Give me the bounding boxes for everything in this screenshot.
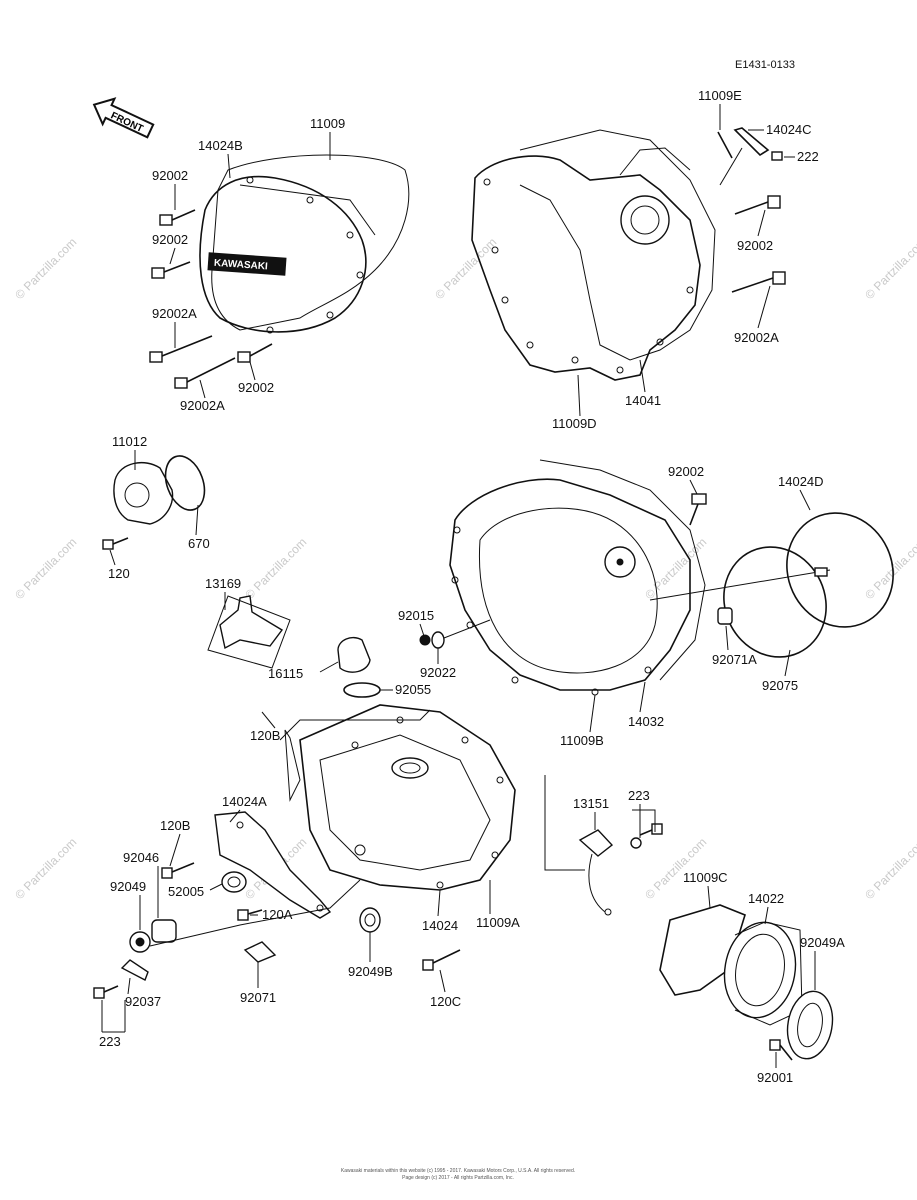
part-label: 670 xyxy=(188,536,210,551)
lower-left-small-parts xyxy=(93,862,461,999)
part-label: 14024 xyxy=(422,918,458,933)
part-label: 11009D xyxy=(552,416,597,431)
part-label: 52005 xyxy=(168,884,204,899)
part-label: 92002A xyxy=(180,398,225,413)
part-label: 14032 xyxy=(628,714,664,729)
part-label: 14024B xyxy=(198,138,243,153)
part-label: 92037 xyxy=(125,994,161,1009)
part-label: 92075 xyxy=(762,678,798,693)
watermark: © Partzilla.com xyxy=(242,535,309,602)
part-label: 92002A xyxy=(734,330,779,345)
drive-cover xyxy=(449,459,831,696)
kawasaki-emblem: KAWASAKI xyxy=(214,258,269,273)
part-label: 92071 xyxy=(240,990,276,1005)
part-label: 14024D xyxy=(778,474,824,489)
watermarks: © Partzilla.com © Partzilla.com © Partzi… xyxy=(12,235,917,902)
bolts-92002 xyxy=(149,209,273,389)
part-label: 11009E xyxy=(698,88,742,103)
part-label: 11012 xyxy=(112,434,147,449)
part-label: 92002 xyxy=(668,464,704,479)
neutral-switch xyxy=(544,775,663,916)
clutch-cover xyxy=(471,129,716,381)
part-labels: 11009 14024B 92002 92002 92002A 92002 92… xyxy=(99,88,845,1085)
watermark: © Partzilla.com xyxy=(432,235,499,302)
leader-lines xyxy=(101,104,816,1068)
alternator-cover: KAWASAKI xyxy=(199,154,410,334)
bracket-13169 xyxy=(207,595,291,669)
part-label: 92002 xyxy=(238,380,274,395)
part-label: 92002 xyxy=(737,238,773,253)
part-label: 92015 xyxy=(398,608,434,623)
part-label: 14041 xyxy=(625,393,661,408)
shield-plate xyxy=(214,811,332,919)
part-label: 14024A xyxy=(222,794,267,809)
part-label: 92046 xyxy=(123,850,159,865)
part-label: 120C xyxy=(430,994,461,1009)
watermark: © Partzilla.com xyxy=(642,835,709,902)
lower-cover xyxy=(279,704,516,891)
front-arrow-icon: FRONT xyxy=(92,97,155,139)
part-label: 223 xyxy=(628,788,650,803)
watermark: © Partzilla.com xyxy=(12,835,79,902)
part-label: 92001 xyxy=(757,1070,793,1085)
output-cover-assembly xyxy=(659,904,834,1061)
part-label: 120 xyxy=(108,566,130,581)
part-label: 222 xyxy=(797,149,819,164)
oil-filler-cap xyxy=(337,636,381,698)
part-label: 92002A xyxy=(152,306,197,321)
watermark: © Partzilla.com xyxy=(12,235,79,302)
part-label: 14022 xyxy=(748,891,784,906)
o-rings xyxy=(689,493,894,658)
pulser-cover xyxy=(102,455,206,550)
part-label: 92049A xyxy=(800,935,845,950)
watermark: © Partzilla.com xyxy=(862,235,917,302)
part-label: 120B xyxy=(250,728,280,743)
part-label: 11009C xyxy=(683,870,728,885)
watermark: © Partzilla.com xyxy=(12,535,79,602)
part-label: 11009A xyxy=(476,915,520,930)
part-label: 92049B xyxy=(348,964,393,979)
part-label: 13151 xyxy=(573,796,609,811)
part-label: 14024C xyxy=(766,122,812,137)
part-label: 92022 xyxy=(420,665,456,680)
part-label: 13169 xyxy=(205,576,241,591)
part-label: 120A xyxy=(262,907,293,922)
copyright-line: Kawasaki materials within this website (… xyxy=(341,1168,575,1174)
watermark: © Partzilla.com xyxy=(862,835,917,902)
reference-code: E1431-0133 xyxy=(735,59,795,71)
part-label: 92049 xyxy=(110,879,146,894)
part-label: 16115 xyxy=(268,666,303,681)
watermark: © Partzilla.com xyxy=(862,535,917,602)
part-label: 11009B xyxy=(560,733,604,748)
part-label: 92002 xyxy=(152,168,188,183)
part-label: 223 xyxy=(99,1034,121,1049)
part-label: 92055 xyxy=(395,682,431,697)
copyright-line-2: Page design (c) 2017 - All rights Partzi… xyxy=(402,1175,514,1181)
part-label: 120B xyxy=(160,818,190,833)
bolts-right-top xyxy=(731,195,786,293)
part-label: 11009 xyxy=(310,116,345,131)
part-label: 92002 xyxy=(152,232,188,247)
part-label: 92071A xyxy=(712,652,757,667)
inspection-cap-parts xyxy=(717,127,783,186)
